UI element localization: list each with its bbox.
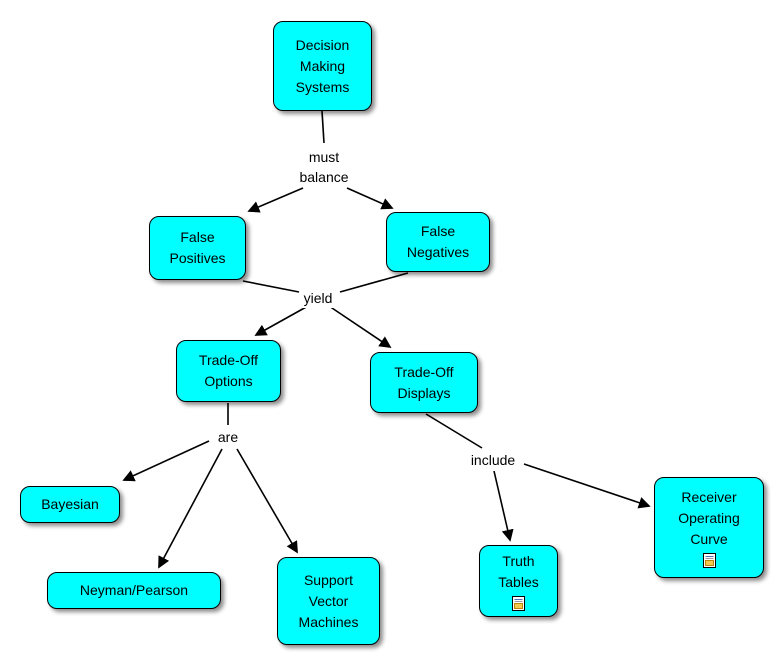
link-label-are[interactable]: are — [214, 427, 242, 447]
node-label: Trade-Off Options — [198, 352, 259, 389]
node-support-vector-machines[interactable]: Support Vector Machines — [277, 557, 380, 645]
node-label: Neyman/Pearson — [79, 582, 189, 598]
link-label-must-balance[interactable]: must balance — [293, 147, 355, 187]
node-label: Trade-Off Displays — [394, 363, 454, 401]
node-receiver-operating-curve[interactable]: Receiver Operating Curve — [654, 477, 764, 578]
node-label: Bayesian — [41, 496, 99, 512]
node-decision-making-systems[interactable]: Decision Making Systems — [273, 21, 372, 111]
edge-must-balance-to-false-negatives — [346, 187, 394, 210]
node-truth-tables[interactable]: Truth Tables — [479, 545, 558, 617]
node-label: Decision Making Systems — [295, 36, 350, 95]
node-false-negatives[interactable]: False Negatives — [386, 212, 490, 272]
node-label: Receiver Operating Curve — [678, 489, 740, 547]
edge-are-to-neyman-pearson — [158, 448, 223, 569]
edge-yield-to-trade-off-displays — [328, 305, 392, 349]
node-bayesian[interactable]: Bayesian — [20, 486, 120, 523]
node-false-positives[interactable]: False Positives — [149, 216, 246, 280]
node-label: Support Vector Machines — [298, 571, 359, 630]
document-resource-icon[interactable] — [512, 596, 525, 611]
edge-include-to-truth-tables — [493, 470, 514, 542]
edge-trade-off-displays-to-include — [425, 413, 483, 449]
edge-dms-to-must-balance — [321, 110, 325, 144]
edge-yield-to-trade-off-options — [254, 305, 309, 336]
edge-must-balance-to-false-positives — [247, 187, 304, 213]
edge-include-to-receiver-operating-curve — [523, 463, 651, 509]
edge-are-to-bayesian — [122, 440, 210, 482]
edge-false-positives-to-yield — [242, 280, 300, 293]
node-trade-off-displays[interactable]: Trade-Off Displays — [370, 352, 478, 413]
node-label: False Positives — [169, 229, 226, 266]
edge-are-to-support-vector-machines — [236, 448, 298, 554]
link-label-yield[interactable]: yield — [300, 288, 336, 308]
node-neyman-pearson[interactable]: Neyman/Pearson — [47, 572, 221, 609]
node-label: False Negatives — [406, 223, 470, 260]
node-trade-off-options[interactable]: Trade-Off Options — [176, 340, 281, 402]
document-resource-icon[interactable] — [702, 553, 716, 568]
link-label-include[interactable]: include — [467, 450, 519, 470]
edge-false-negatives-to-yield — [339, 272, 409, 293]
node-label: Truth Tables — [498, 553, 539, 590]
